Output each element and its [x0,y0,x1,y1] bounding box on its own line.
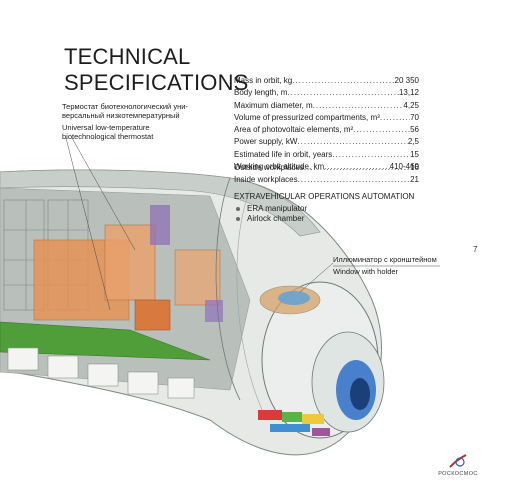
spec-row: Power supply, kW........................… [234,137,419,147]
eva-section: EXTRAVEHICULAR OPERATIONS AUTOMATION ERA… [234,192,414,224]
roscosmos-logo: РОСКОСМОС [428,453,488,477]
title-line-2: SPECIFICATIONS [64,70,249,95]
logo-text: РОСКОСМОС [438,471,478,477]
spec-row: Body length, m..........................… [234,88,419,98]
callout-thermostat: Термостат биотехнологический уни- версал… [62,102,188,141]
spec-list: Mass in orbit, kg.......................… [234,75,419,173]
list-item: Airlock chamber [234,214,414,224]
eva-list: ERA manipulator Airlock chamber [234,204,414,224]
list-item: ERA manipulator [234,204,414,214]
spec-row: Area of photovoltaic elements, m².......… [234,125,419,135]
bullet-icon [236,207,240,211]
spec-row: Maximum diameter, m.....................… [234,100,419,110]
page-number: 7 [473,245,478,254]
workplace-list: Outside workplaces......................… [234,162,419,187]
callout-window: Иллюминатор с кронштейном Window with ho… [333,255,437,276]
workplace-row: Inside workplaces.......................… [234,175,419,185]
roscosmos-emblem-icon [449,454,467,468]
page-title: TECHNICAL SPECIFICATIONS [64,44,249,96]
spec-row: Estimated life in orbit, years..........… [234,149,419,159]
eva-heading: EXTRAVEHICULAR OPERATIONS AUTOMATION [234,192,415,201]
title-line-1: TECHNICAL [64,44,191,69]
spec-row: Mass in orbit, kg.......................… [234,76,419,85]
spec-row: Volume of pressurized compartments, m³..… [234,112,419,122]
bullet-icon [236,217,240,221]
workplace-row: Outside workplaces......................… [234,163,419,172]
spec-row: Working orbit altitude, km..............… [234,162,419,172]
